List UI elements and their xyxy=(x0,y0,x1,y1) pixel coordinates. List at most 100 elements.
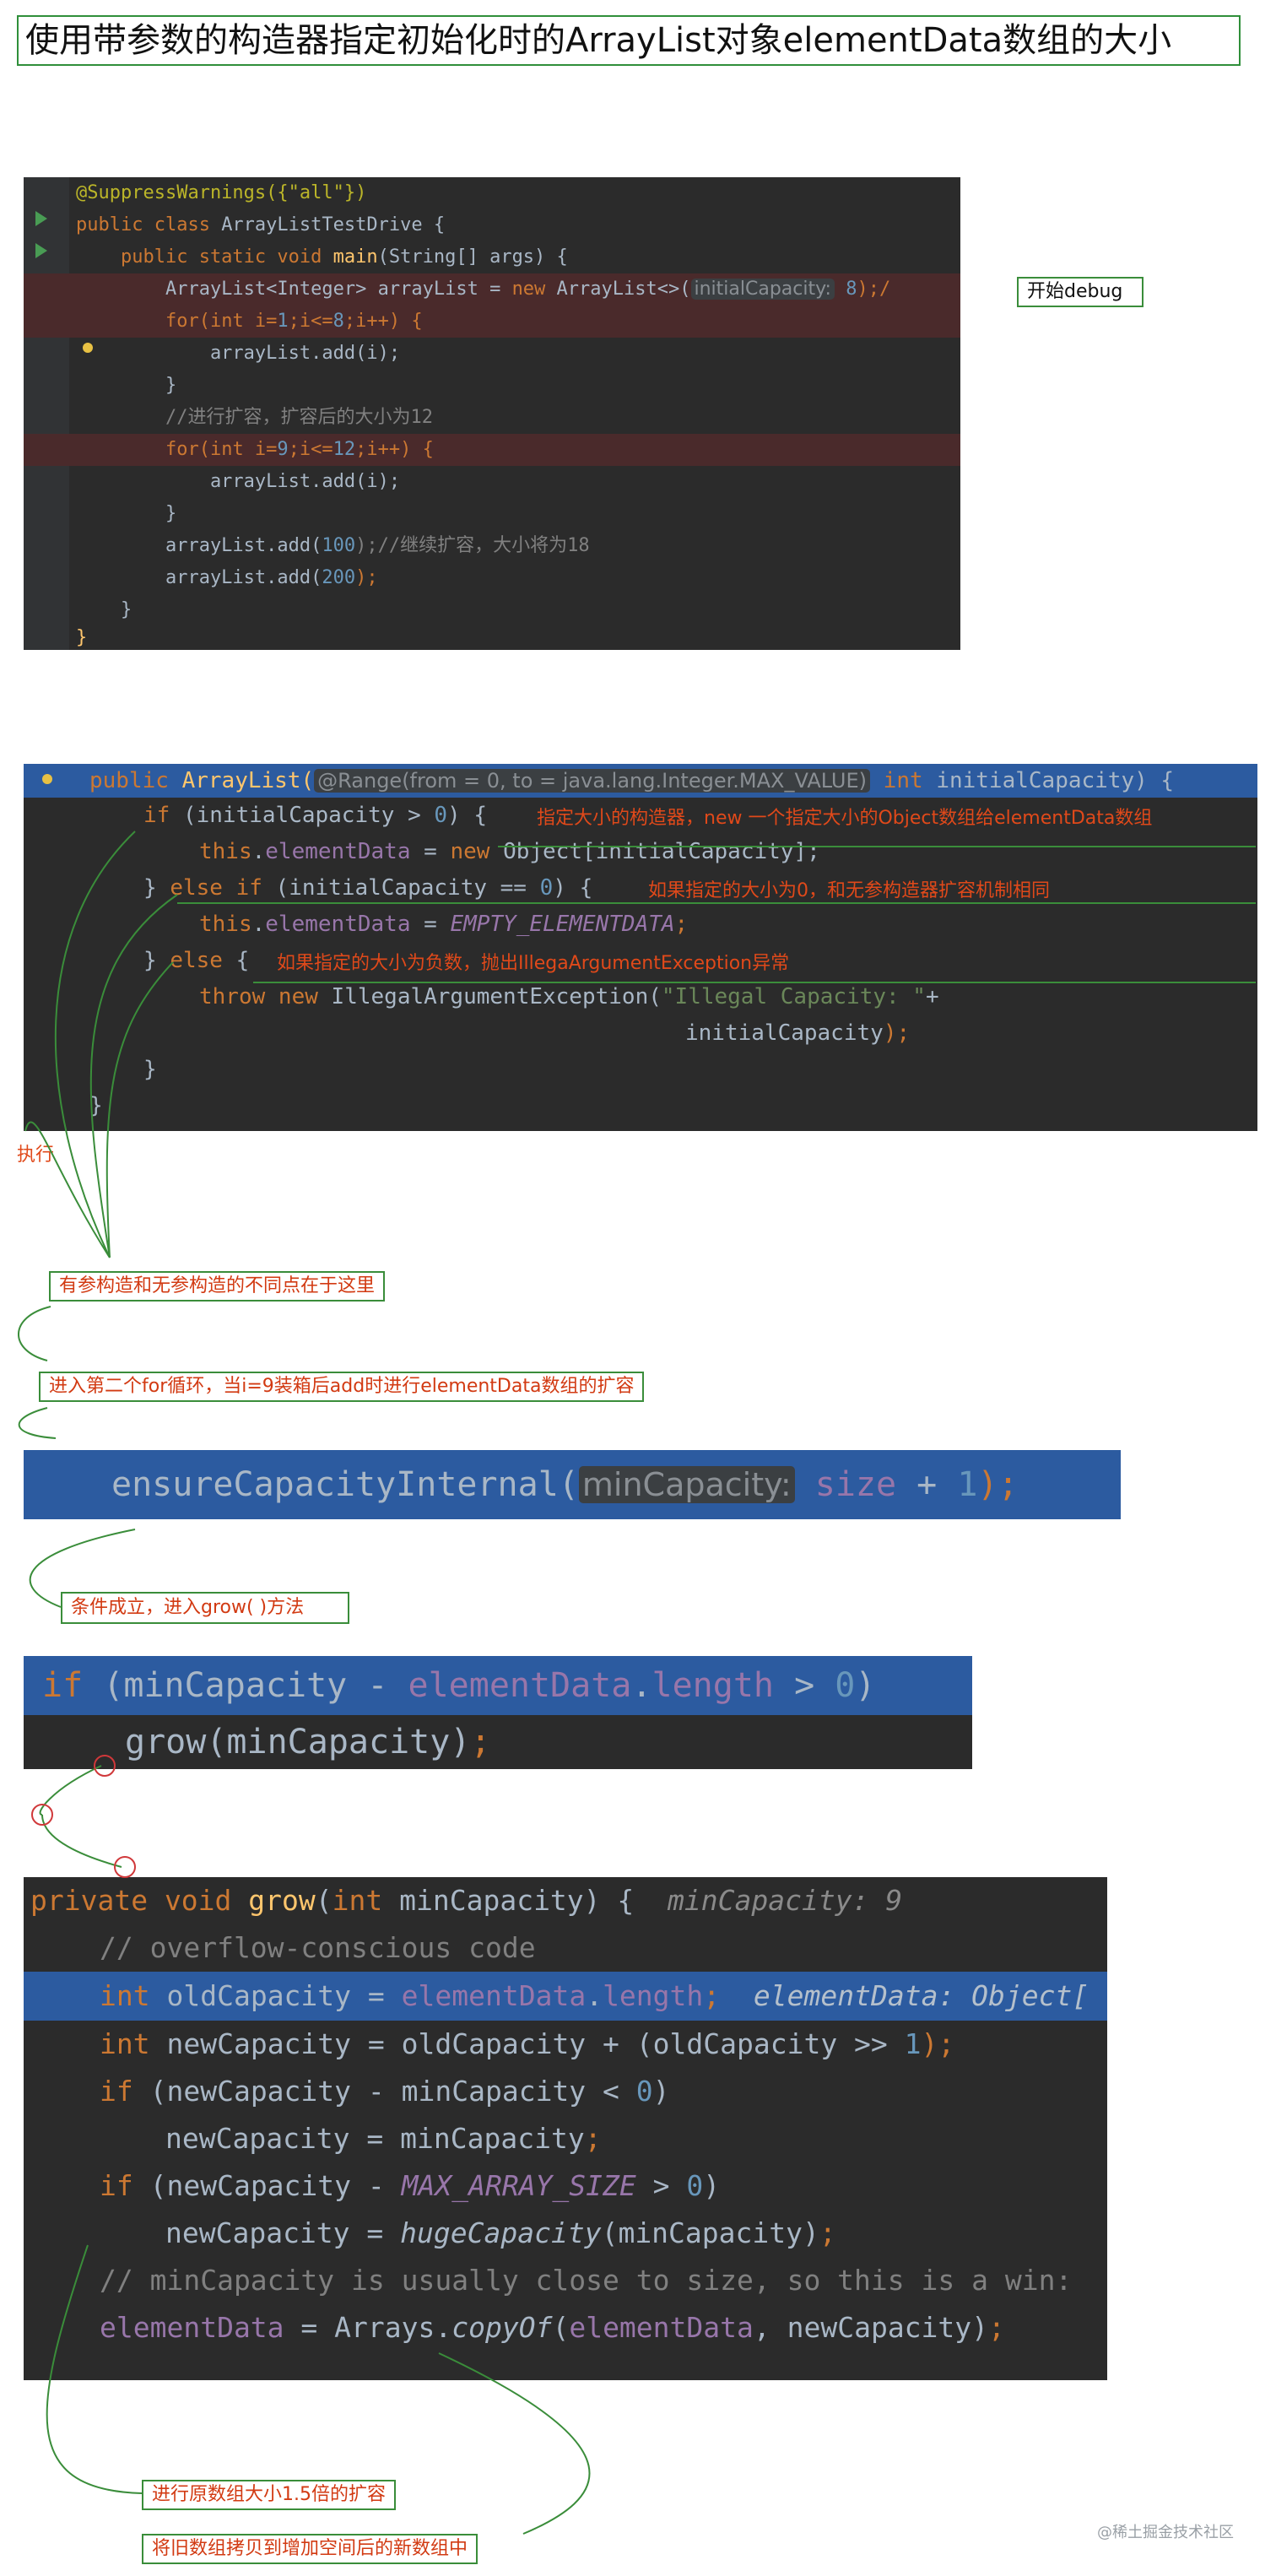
code-token: int xyxy=(332,1884,400,1917)
code-token: , newCapacity) xyxy=(753,2311,989,2344)
code-token: private void xyxy=(30,1884,249,1917)
code-line: @SuppressWarnings({"all"}) xyxy=(24,177,960,209)
code-token: } xyxy=(76,599,132,620)
code-token: elementData xyxy=(569,2311,754,2344)
code-token: hugeCapacity xyxy=(400,2216,602,2249)
code-token: 0 xyxy=(835,1666,856,1705)
code-line: arrayList.add(100);//继续扩容，大小将为18 xyxy=(24,530,960,562)
code-token: EMPTY_ELEMENTDATA xyxy=(450,912,675,937)
code-token: } xyxy=(143,875,170,901)
code-token: (initialCapacity == xyxy=(275,875,540,901)
code-line: } xyxy=(24,370,960,402)
code-line: initialCapacity); xyxy=(24,1015,1257,1052)
code-line: newCapacity = minCapacity; xyxy=(24,2115,1107,2162)
code-token: if xyxy=(100,2169,150,2202)
code-token: . xyxy=(631,1666,652,1705)
code-line: public class ArrayListTestDrive { xyxy=(24,209,960,241)
code-token: ); xyxy=(921,2027,955,2060)
code-token: 200 xyxy=(322,567,356,588)
debug-inline-value: elementData: Object[ xyxy=(753,1979,1089,2012)
code-token: arrayList.add( xyxy=(76,567,322,588)
callout-execute: 执行 xyxy=(17,1145,55,1166)
code-line: public static void main(String[] args) { xyxy=(24,241,960,273)
code-token: IllegalArgumentException( xyxy=(331,984,662,1009)
code-comment: //进行扩容，扩容后的大小为12 xyxy=(76,407,433,428)
code-line: // overflow-conscious code xyxy=(24,1924,1107,1972)
code-token: 0 xyxy=(686,2169,704,2202)
code-token: ; xyxy=(584,2122,602,2155)
code-panel-ensure-capacity: ensureCapacityInternal(minCapacity: size… xyxy=(24,1450,1121,1519)
code-line: } xyxy=(24,594,960,626)
code-line: ensureCapacityInternal(minCapacity: size… xyxy=(24,1450,1019,1519)
code-token: 1 xyxy=(904,2027,922,2060)
code-line-breakpoint: for(int i=9;i<=12;i++) { xyxy=(24,434,960,466)
callout-condition: 条件成立，进入grow( )方法 xyxy=(61,1592,349,1624)
code-line: int newCapacity = oldCapacity + (oldCapa… xyxy=(24,2021,1107,2068)
code-token: arrayList.add(i); xyxy=(76,343,401,364)
code-token: "Illegal Capacity: " xyxy=(661,984,926,1009)
code-token: ;i++) { xyxy=(343,311,423,332)
debug-spacer xyxy=(720,1979,754,2012)
annotation-negative-size: 如果指定的大小为负数，抛出IllegaArgumentException异常 xyxy=(277,953,790,974)
code-token: 0 xyxy=(635,2075,653,2108)
arrow-path xyxy=(18,1407,57,1439)
callout-start-debug: 开始debug xyxy=(1017,277,1144,307)
code-panel-grow: private void grow(int minCapacity) { min… xyxy=(24,1877,1107,2380)
code-token: ArrayList<Integer> arrayList = xyxy=(76,279,512,300)
code-token: = Arrays. xyxy=(284,2311,452,2344)
code-block-if-grow: if (minCapacity - elementData.length > 0… xyxy=(24,1656,972,1769)
code-token: int xyxy=(100,1979,167,2012)
code-token: > xyxy=(635,2169,687,2202)
code-token: ;i++) { xyxy=(355,439,434,460)
code-token: MAX_ARRAY_SIZE xyxy=(401,2169,636,2202)
marker-circle xyxy=(114,1856,136,1878)
code-token: } xyxy=(76,627,88,648)
code-block-grow: private void grow(int minCapacity) { min… xyxy=(24,1877,1107,2380)
code-token: elementData xyxy=(408,1666,632,1705)
code-token: 9 xyxy=(277,439,289,460)
code-line: if (newCapacity - MAX_ARRAY_SIZE > 0) xyxy=(24,2162,1107,2210)
callout-grow-expand: 进行原数组大小1.5倍的扩容 xyxy=(142,2480,396,2510)
code-token: int xyxy=(870,768,937,793)
page-title: 使用带参数的构造器指定初始化时的ArrayList对象elementData数组… xyxy=(17,15,1241,66)
code-line: this.elementData = new Object[initialCap… xyxy=(24,834,1257,870)
code-comment: // overflow-conscious code xyxy=(100,1931,536,1964)
run-class-icon[interactable] xyxy=(35,211,47,226)
code-token: ) xyxy=(703,2169,721,2202)
code-token: } xyxy=(76,503,177,524)
code-token: . xyxy=(251,839,266,864)
code-token: ;i<= xyxy=(288,311,333,332)
code-token: ); xyxy=(883,1020,911,1046)
code-token: Object[initialCapacity]; xyxy=(503,839,820,864)
code-token: minCapacity) { xyxy=(399,1884,635,1917)
code-comment: // minCapacity is usually close to size,… xyxy=(100,2264,1073,2297)
code-block-constructor: public ArrayList(@Range(from = 0, to = j… xyxy=(24,764,1257,1131)
callout-copy-array: 将旧数组拷贝到增加空间后的新数组中 xyxy=(142,2534,478,2564)
code-token: 8 xyxy=(333,311,344,332)
bulb-icon[interactable] xyxy=(83,343,93,353)
code-token: else xyxy=(170,948,236,973)
code-token: = xyxy=(410,839,451,864)
code-line: newCapacity = hugeCapacity(minCapacity); xyxy=(24,2210,1107,2257)
code-token: (minCapacity) xyxy=(601,2216,819,2249)
annotation-specified-size: 指定大小的构造器，new 一个指定大小的Object数组给elementData… xyxy=(537,808,1153,829)
code-line: } xyxy=(24,626,960,650)
run-main-icon[interactable] xyxy=(35,243,47,258)
parameter-hint: minCapacity: xyxy=(578,1466,795,1503)
code-token: throw new xyxy=(199,984,332,1009)
watermark: @稀土掘金技术社区 xyxy=(1097,2524,1234,2541)
code-token: 1 xyxy=(957,1465,978,1504)
bulb-icon[interactable] xyxy=(42,774,52,784)
code-token: public xyxy=(89,768,182,793)
annotation-size-zero: 如果指定的大小为0，和无参构造器扩容机制相同 xyxy=(648,880,1050,901)
code-token: ArrayList<>( xyxy=(556,279,691,300)
code-token: (newCapacity - xyxy=(149,2169,402,2202)
code-token: initialCapacity xyxy=(685,1020,884,1046)
code-token: grow(minCapacity) xyxy=(125,1723,471,1762)
code-token: (minCapacity - xyxy=(103,1666,408,1705)
code-token: ) xyxy=(652,2075,670,2108)
code-token: ); xyxy=(355,567,378,588)
code-token: > xyxy=(773,1666,835,1705)
code-line: throw new IllegalArgumentException("Ille… xyxy=(24,979,1257,1015)
callout-second-loop: 进入第二个for循环，当i=9装箱后add时进行elementData数组的扩容 xyxy=(39,1372,645,1402)
